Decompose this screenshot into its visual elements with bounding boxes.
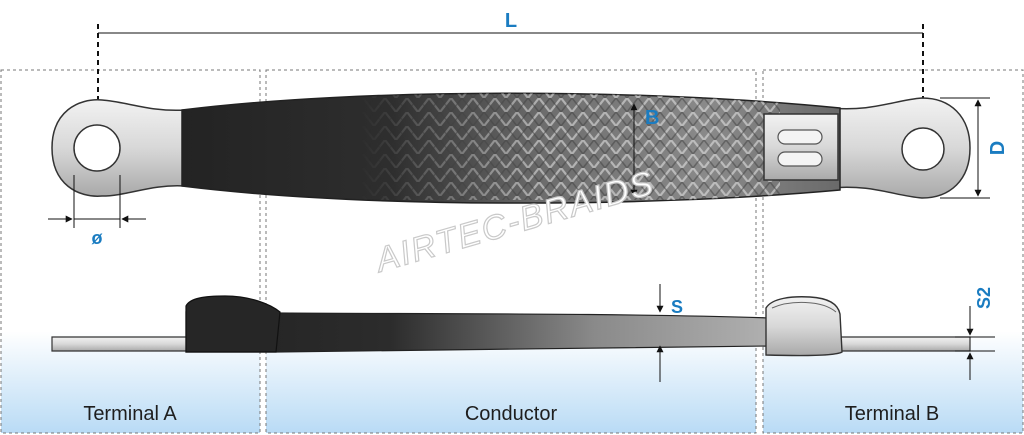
thickness-label: S <box>671 297 683 317</box>
diameter-label: ø <box>92 228 103 248</box>
hole-b <box>901 127 945 171</box>
terminal-a-top <box>51 99 186 197</box>
crimp-sleeve-b <box>763 113 839 181</box>
braid-width-dimension: B <box>630 103 659 197</box>
diameter-dimension: ø <box>48 175 146 248</box>
terminal-thickness-dimension: S2 <box>955 287 995 380</box>
braid-side <box>51 295 971 357</box>
section-label-conductor: Conductor <box>465 403 558 425</box>
hole-a <box>73 124 121 172</box>
terminal-width-label: D <box>987 141 1009 155</box>
terminal-b-top <box>829 97 971 199</box>
thickness-dimension: S <box>656 284 683 382</box>
section-label-terminal-b: Terminal B <box>845 403 939 425</box>
length-label: L <box>505 10 517 32</box>
braid-width-label: B <box>645 107 659 129</box>
terminal-thickness-label: S2 <box>974 287 994 309</box>
terminal-width-dimension: D <box>940 97 1009 199</box>
braid-top <box>181 92 841 204</box>
section-label-terminal-a: Terminal A <box>83 403 177 425</box>
